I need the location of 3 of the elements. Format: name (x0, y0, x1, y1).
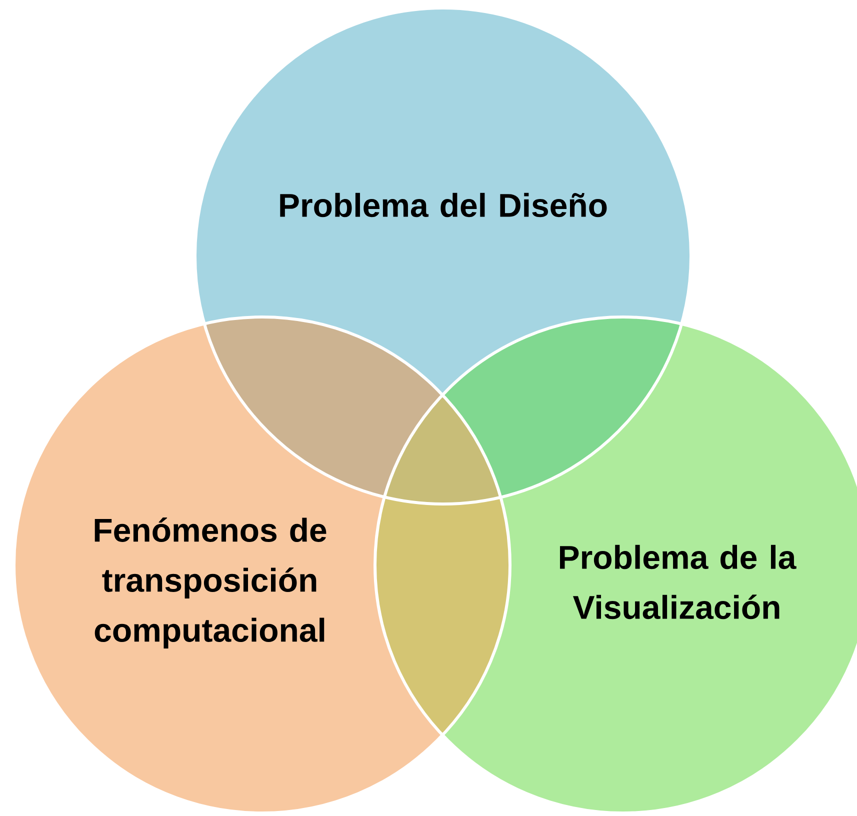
circle-label: Fenómenos de transposición computacional (94, 517, 326, 649)
circle-label: Problema del Diseño (280, 192, 607, 218)
circle-label: Problema de la Visualización (560, 544, 796, 620)
